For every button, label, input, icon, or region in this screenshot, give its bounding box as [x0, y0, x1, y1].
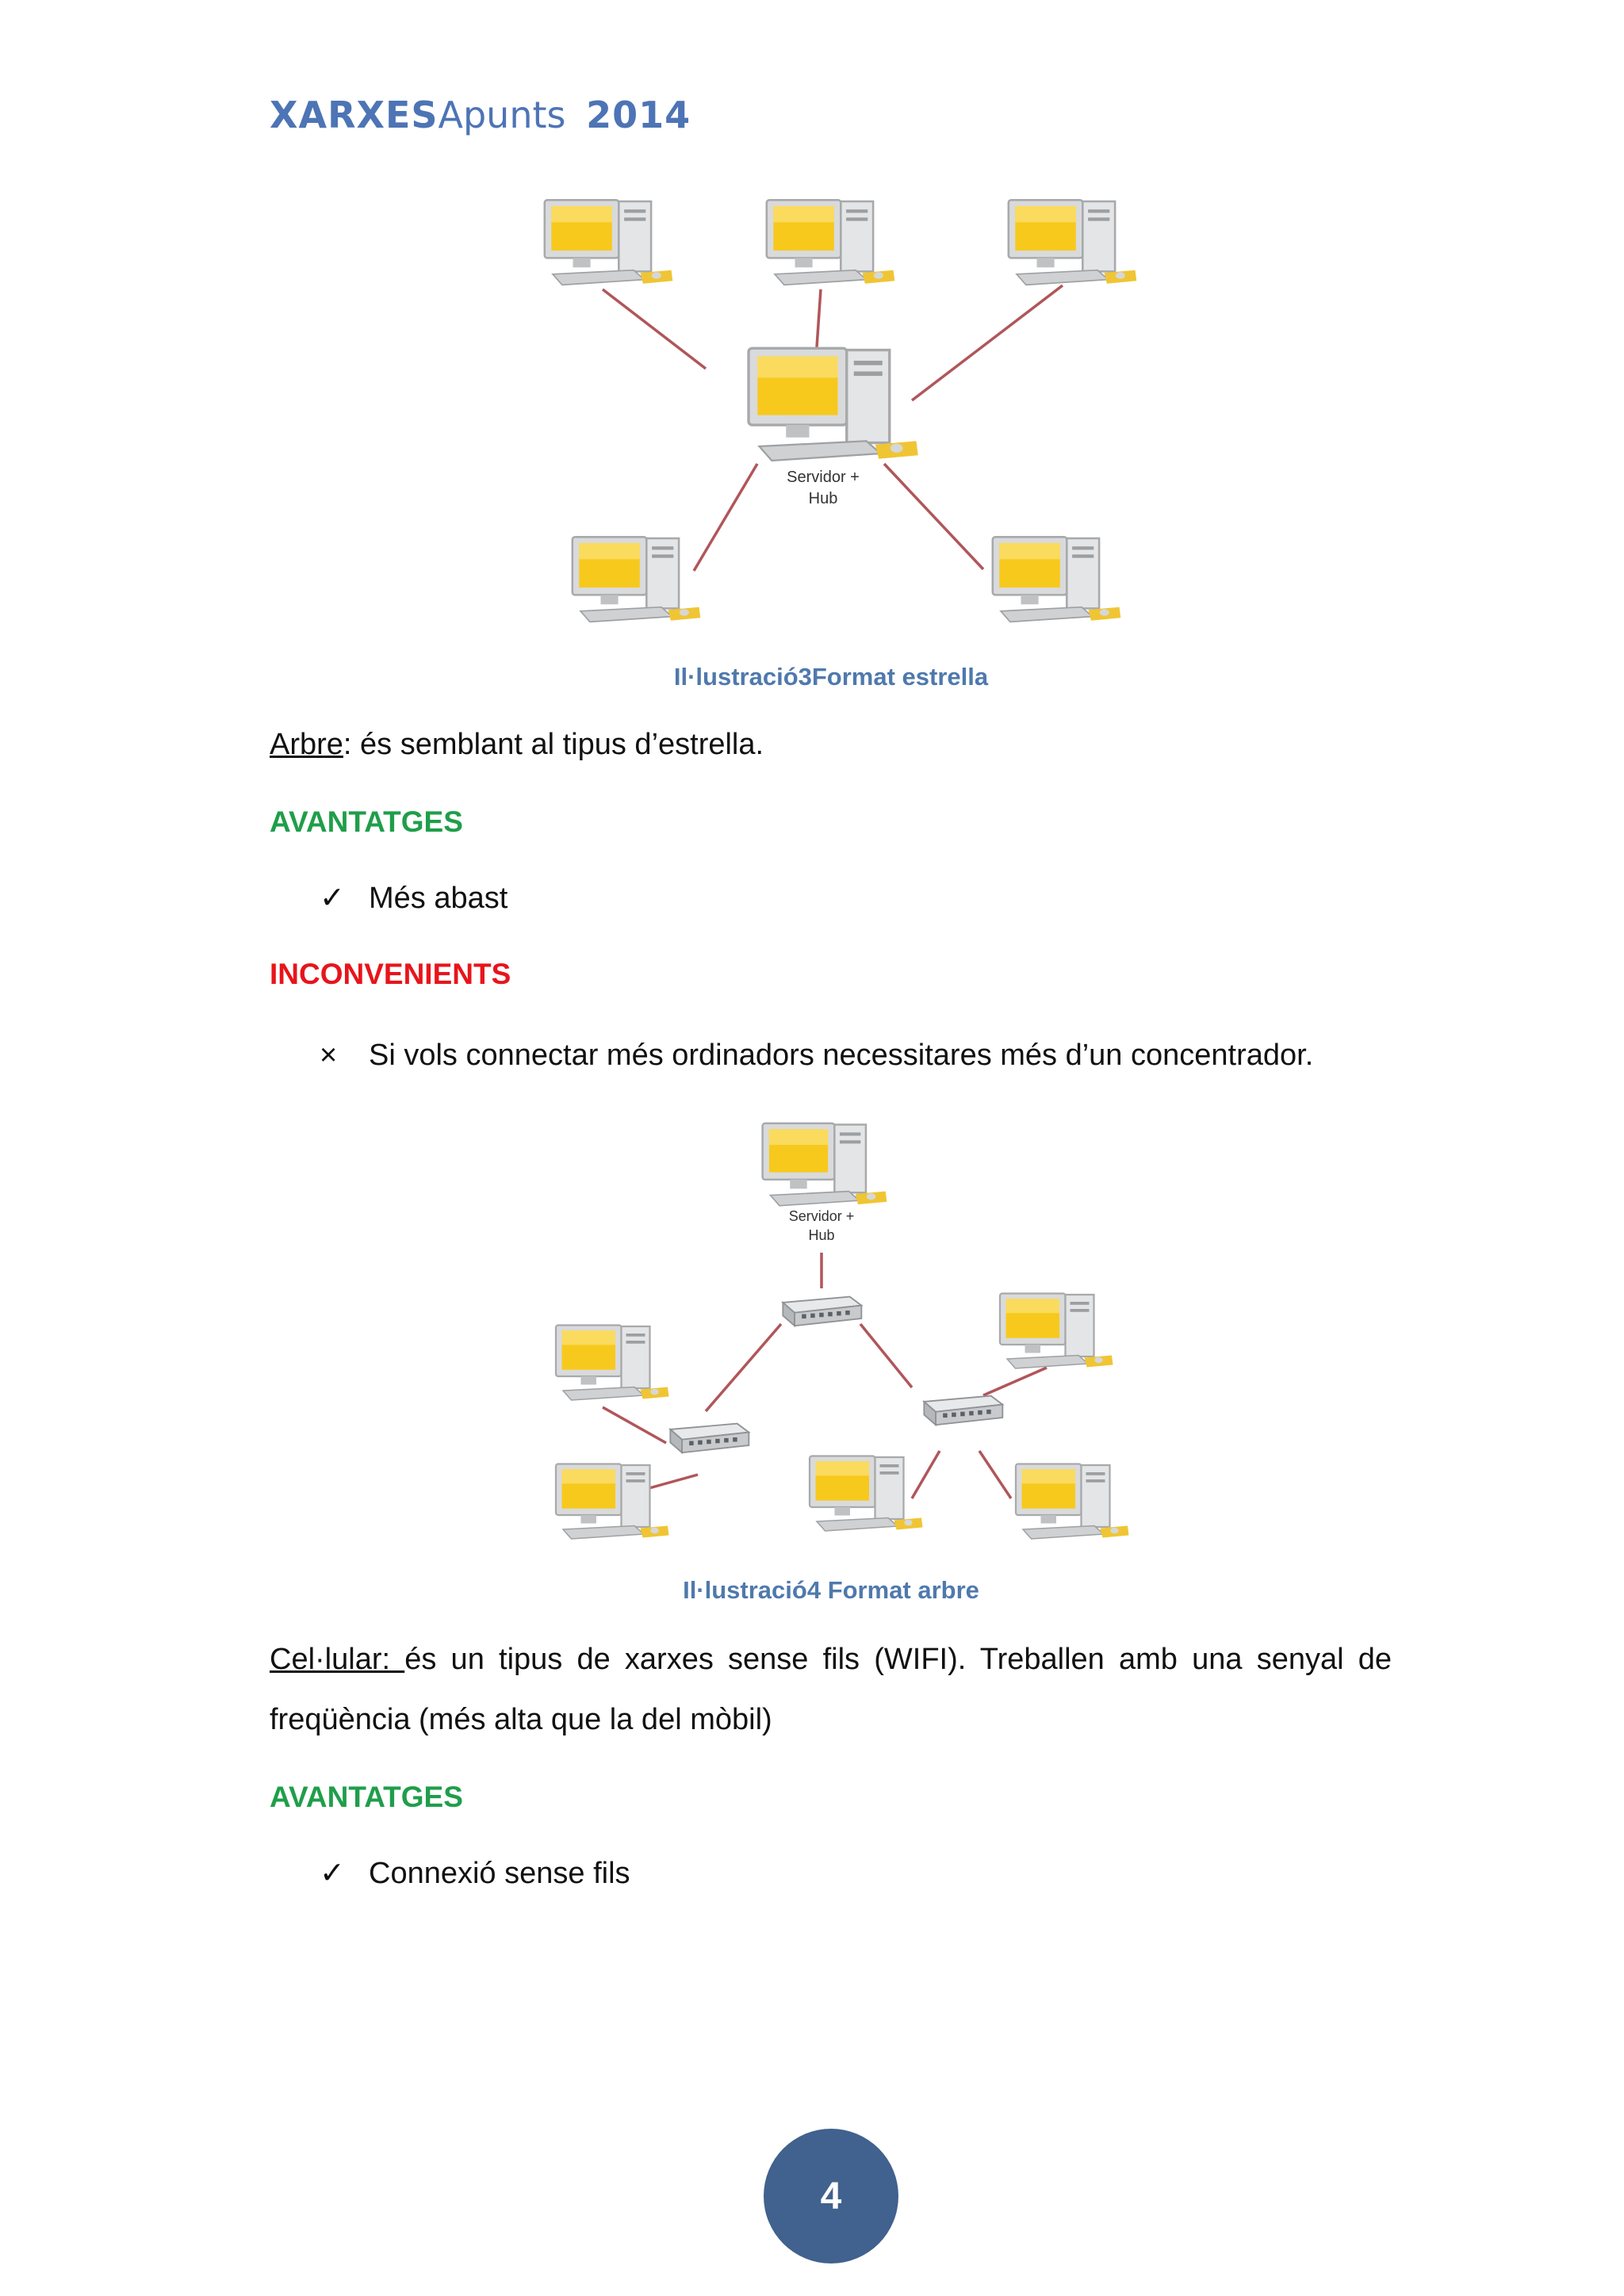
server-label-line1: Servidor +: [789, 1208, 855, 1224]
cross-icon: ×: [320, 1039, 338, 1072]
cellular-description-line2: freqüència (més alta que la del mòbil): [270, 1703, 772, 1736]
star-topology-figure: Servidor + Hub: [543, 199, 1138, 623]
disadvantage-item: × Si vols connectar més ordinadors necess…: [320, 1039, 1313, 1073]
server-computer-icon: [761, 1122, 888, 1207]
arbre-paragraph: Arbre: és semblant al tipus d’estrella.: [270, 728, 764, 762]
figure-caption: Il·lustració4 Format arbre: [683, 1576, 979, 1604]
server-label-line2: Hub: [808, 1227, 834, 1243]
advantages-heading: AVANTATGES: [270, 1781, 463, 1813]
tree-topology-figure: Servidor + Hub: [554, 1122, 1130, 1540]
term-cellular: Cel·lular:: [270, 1643, 405, 1676]
advantage-item: ✓ Més abast: [320, 880, 508, 916]
server-label-line1: Servidor +: [787, 469, 860, 486]
figure-caption: Il·lustració3Format estrella: [673, 663, 989, 691]
check-icon: ✓: [320, 882, 345, 915]
computer-icon: [543, 199, 674, 286]
advantage-text: Més abast: [369, 882, 508, 915]
document-header: XARXESApunts 2014: [270, 94, 691, 136]
computer-icon: [571, 536, 702, 623]
arbre-description: : és semblant al tipus d’estrella.: [343, 728, 764, 761]
header-brand-light: Apunts: [438, 94, 566, 136]
computer-icon: [998, 1292, 1114, 1370]
computer-icon: [808, 1455, 924, 1533]
hub-icon: [923, 1395, 1004, 1426]
check-icon: ✓: [320, 1857, 345, 1890]
cellular-paragraph-line1: Cel·lular: és un tipus de xarxes sense f…: [270, 1643, 1392, 1677]
server-computer-icon: [747, 346, 920, 462]
advantage-text: Connexió sense fils: [369, 1857, 630, 1890]
disadvantages-heading: INCONVENIENTS: [270, 958, 511, 990]
computer-icon: [1014, 1463, 1130, 1540]
computer-icon: [554, 1463, 670, 1540]
header-brand-bold: XARXES: [270, 94, 439, 136]
cellular-description-line1: és un tipus de xarxes sense fils (WIFI).…: [404, 1643, 1392, 1676]
hub-icon: [669, 1422, 750, 1454]
server-label-line2: Hub: [809, 490, 838, 507]
term-arbre: Arbre: [270, 728, 343, 761]
computer-icon: [991, 536, 1122, 623]
disadvantage-text: Si vols connectar més ordinadors necessi…: [369, 1039, 1314, 1072]
advantages-heading: AVANTATGES: [270, 806, 463, 838]
hub-icon: [782, 1295, 863, 1327]
computer-icon: [554, 1324, 670, 1402]
computer-icon: [1007, 199, 1138, 286]
advantage-item: ✓ Connexió sense fils: [320, 1855, 630, 1891]
page-number-badge: 4: [764, 2129, 898, 2263]
computer-icon: [765, 199, 896, 286]
star-links: [601, 284, 1064, 572]
header-year: 2014: [586, 94, 691, 136]
